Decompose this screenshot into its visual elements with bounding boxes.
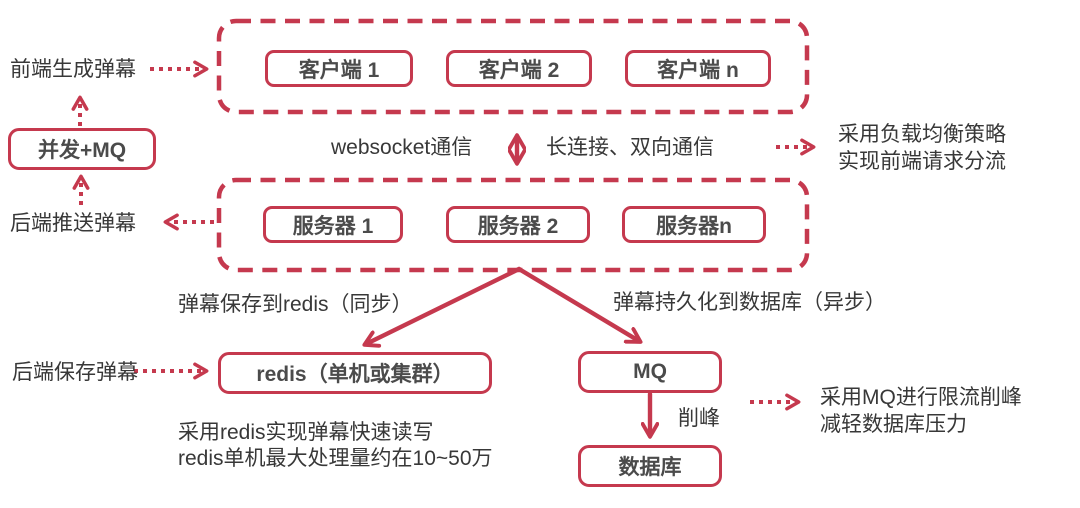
redis-sync-flow-label: 弹幕保存到redis（同步） [178, 293, 413, 316]
mq-note-line2: 减轻数据库压力 [820, 413, 967, 436]
mq-box: MQ [578, 351, 722, 393]
server-box-1: 服务器 1 [263, 206, 403, 243]
server-box-2: 服务器 2 [446, 206, 590, 243]
redis-note-line1: 采用redis实现弹幕快速读写 [178, 421, 434, 444]
client-box-n: 客户端 n [625, 50, 771, 87]
redis-box: redis（单机或集群） [218, 352, 492, 394]
load-balance-note-line1: 采用负载均衡策略 [838, 123, 1006, 146]
load-balance-note: 采用负载均衡策略 实现前端请求分流 [838, 121, 1006, 175]
db-async-flow-label: 弹幕持久化到数据库（异步） [613, 291, 886, 314]
client-box-2: 客户端 2 [446, 50, 592, 87]
redis-note: 采用redis实现弹幕快速读写 redis单机最大处理量约在10~50万 [178, 420, 493, 472]
frontend-generate-label: 前端生成弹幕 [10, 58, 136, 81]
database-box: 数据库 [578, 445, 722, 487]
server-to-redis-arrow [366, 266, 522, 344]
peak-shaving-label: 削峰 [678, 407, 720, 430]
redis-note-line2: redis单机最大处理量约在10~50万 [178, 447, 493, 470]
mq-note-line1: 采用MQ进行限流削峰 [820, 386, 1022, 409]
backend-save-label: 后端保存弹幕 [12, 361, 138, 384]
load-balance-note-line2: 实现前端请求分流 [838, 150, 1006, 173]
long-connection-label: 长连接、双向通信 [546, 136, 714, 159]
client-group-border [216, 18, 810, 115]
server-box-n: 服务器n [622, 206, 766, 243]
server-to-mq-arrow [516, 266, 639, 341]
mq-note: 采用MQ进行限流削峰 减轻数据库压力 [820, 384, 1022, 438]
concurrency-mq-box: 并发+MQ [8, 128, 156, 170]
backend-push-label: 后端推送弹幕 [10, 212, 136, 235]
client-box-1: 客户端 1 [265, 50, 413, 87]
websocket-label: websocket通信 [331, 136, 473, 159]
